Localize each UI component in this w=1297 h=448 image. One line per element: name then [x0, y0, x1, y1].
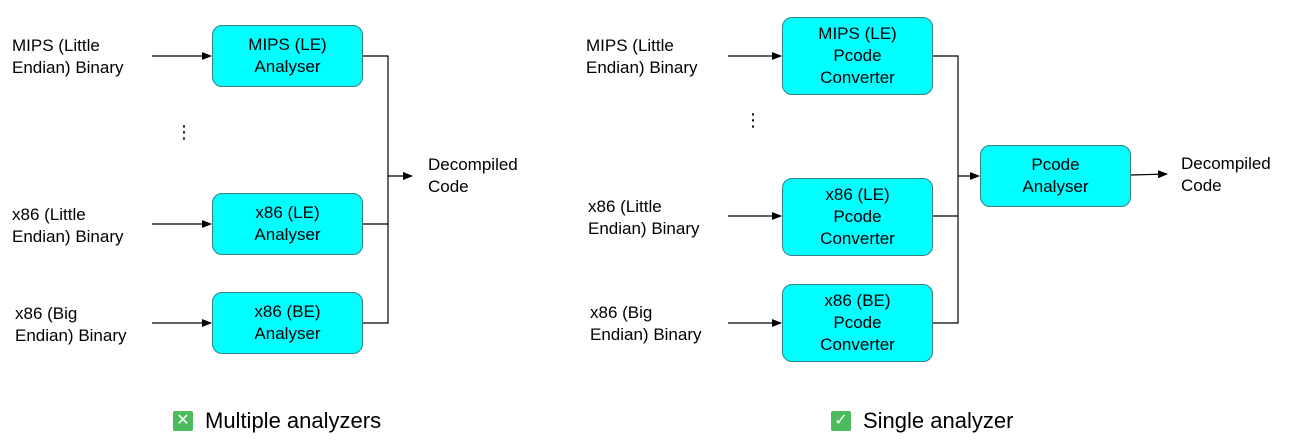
- line-right-merge: [933, 55, 959, 324]
- right-box-pcode-analyser: Pcode Analyser: [980, 145, 1131, 207]
- right-box-mips-converter-label: MIPS (LE) Pcode Converter: [818, 24, 897, 87]
- right-caption-text: Single analyzer: [863, 408, 1014, 433]
- line-left-merge: [363, 55, 389, 324]
- right-input-x86-le: x86 (Little Endian) Binary: [588, 197, 700, 238]
- x-mark-icon: ✕: [173, 411, 193, 431]
- left-input-x86-be: x86 (Big Endian) Binary: [15, 304, 127, 345]
- right-box-mips-converter: MIPS (LE) Pcode Converter: [782, 17, 933, 95]
- right-box-x86-be-converter: x86 (BE) Pcode Converter: [782, 284, 933, 362]
- check-mark-icon: ✓: [831, 411, 851, 431]
- right-input-x86-be: x86 (Big Endian) Binary: [590, 303, 702, 344]
- left-box-mips-analyser-label: MIPS (LE) Analyser: [248, 35, 327, 76]
- left-caption-text: Multiple analyzers: [205, 408, 382, 433]
- arrow-right-output: [1130, 170, 1168, 179]
- left-box-x86-le-analyser: x86 (LE) Analyser: [212, 193, 363, 255]
- right-output: Decompiled Code: [1181, 154, 1271, 195]
- left-caption: ✕ Multiple analyzers: [173, 408, 381, 434]
- right-box-pcode-analyser-label: Pcode Analyser: [1022, 155, 1089, 196]
- right-caption: ✓ Single analyzer: [831, 408, 1013, 434]
- left-box-mips-analyser: MIPS (LE) Analyser: [212, 25, 363, 87]
- left-input-x86-le: x86 (Little Endian) Binary: [12, 205, 124, 246]
- left-output: Decompiled Code: [428, 155, 518, 196]
- left-box-x86-be-analyser-label: x86 (BE) Analyser: [254, 302, 321, 343]
- right-ellipsis: ⋮: [744, 110, 762, 130]
- right-input-mips: MIPS (Little Endian) Binary: [586, 36, 698, 77]
- left-box-x86-le-analyser-label: x86 (LE) Analyser: [254, 203, 321, 244]
- right-box-x86-le-converter-label: x86 (LE) Pcode Converter: [820, 185, 895, 248]
- left-box-x86-be-analyser: x86 (BE) Analyser: [212, 292, 363, 354]
- left-ellipsis: ⋮: [175, 122, 193, 142]
- right-box-x86-be-converter-label: x86 (BE) Pcode Converter: [820, 291, 895, 354]
- right-box-x86-le-converter: x86 (LE) Pcode Converter: [782, 178, 933, 256]
- left-input-mips: MIPS (Little Endian) Binary: [12, 36, 124, 77]
